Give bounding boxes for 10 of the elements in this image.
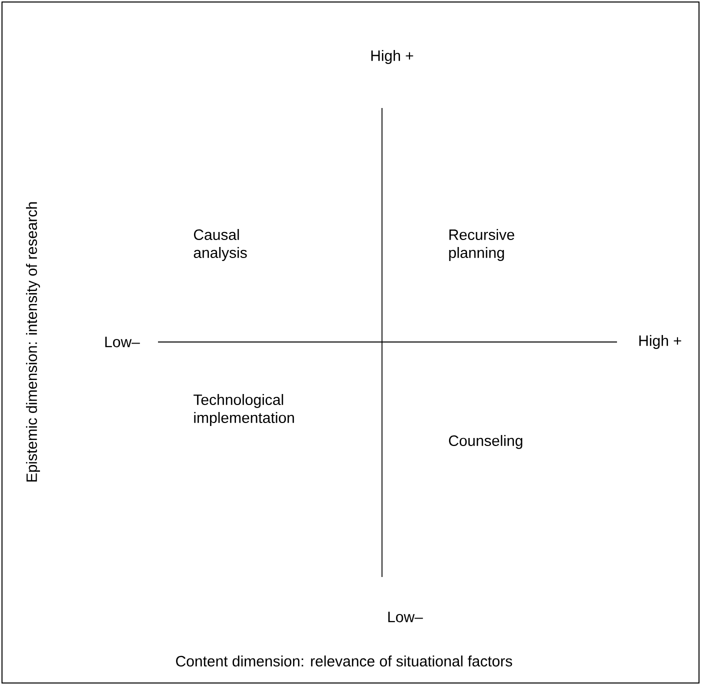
quadrant-label: Recursive planning — [449, 229, 514, 261]
axis-end-label: High + — [639, 335, 682, 349]
axis-title: Epistemic dimension: intensity of research — [26, 202, 40, 482]
axis-end-label: Low– — [105, 336, 140, 348]
axis-title: Content dimension: relevance of situational factors — [176, 656, 512, 666]
axis-end-label: Low– — [388, 612, 423, 622]
quadrant-label: Causal analysis — [194, 229, 247, 261]
quadrant-label: Counseling — [448, 435, 522, 449]
axis-end-label: High + — [371, 50, 414, 64]
quadrant-label: Technological implementation — [194, 394, 294, 426]
